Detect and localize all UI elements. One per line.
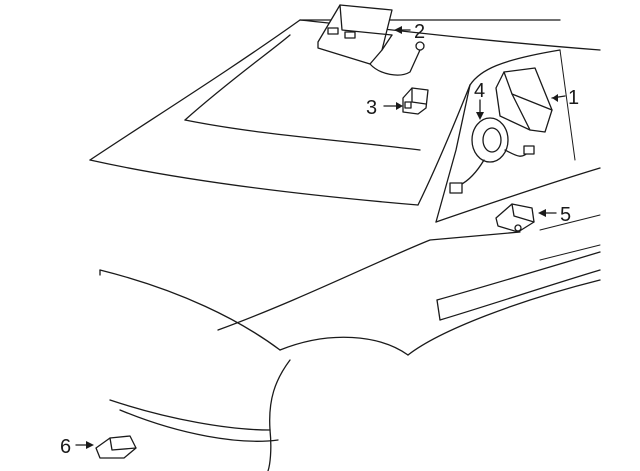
airbag-control-module bbox=[495, 67, 553, 133]
callout-leaders bbox=[75, 26, 566, 449]
callout-6: 6 bbox=[60, 436, 71, 458]
sensor-module bbox=[402, 87, 429, 115]
clock-spring bbox=[449, 117, 535, 194]
callout-labels: 1 2 3 4 5 6 bbox=[60, 21, 579, 458]
callout-2: 2 bbox=[414, 21, 425, 43]
callout-4: 4 bbox=[474, 80, 485, 102]
callout-3: 3 bbox=[366, 97, 377, 119]
front-impact-sensor bbox=[95, 435, 137, 459]
side-impact-sensor bbox=[495, 203, 535, 233]
callout-5: 5 bbox=[560, 204, 571, 226]
passenger-airbag-module bbox=[317, 4, 425, 76]
vehicle-outline bbox=[89, 19, 601, 471]
callout-1: 1 bbox=[568, 87, 579, 109]
